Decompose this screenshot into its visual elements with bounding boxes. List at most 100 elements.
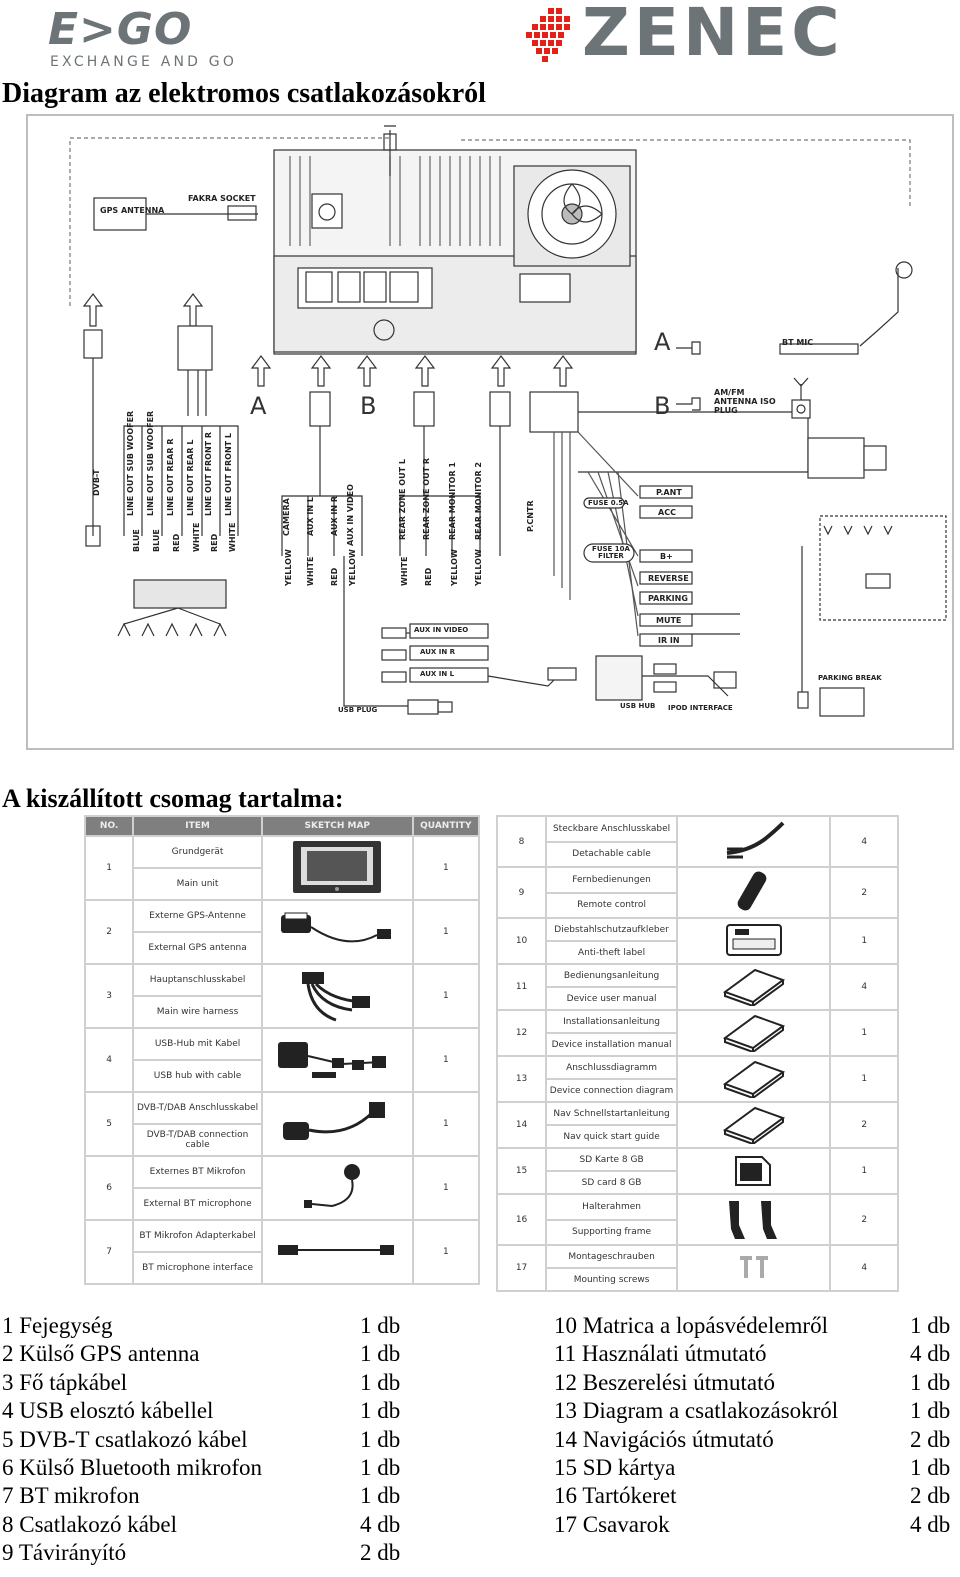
list-item-name: 6 Külső Bluetooth mikrofon [2, 1454, 263, 1480]
item-name-english: BT microphone interface [132, 1251, 263, 1285]
wiring-label: LINE OUT SUB WOOFER [126, 410, 135, 516]
mic-adapter-icon [265, 1239, 410, 1266]
wiring-label: AUX IN VIDEO [346, 484, 355, 546]
sketch-cell [260, 899, 414, 965]
item-name-german: Hauptanschlusskabel [132, 963, 263, 997]
list-item-quantity: 1 db [910, 1454, 951, 1480]
supporting-frame-icon [680, 1195, 827, 1244]
item-quantity: 4 [829, 963, 899, 1011]
item-number: 15 [495, 1147, 548, 1195]
item-name-english: External GPS antenna [132, 931, 263, 965]
page-title: Diagram az elektromos csatlakozásokról [2, 78, 486, 109]
wiring-label: ACC [658, 508, 676, 517]
item-name-english: SD card 8 GB [545, 1170, 679, 1195]
item-name-english: Remote control [545, 891, 679, 919]
list-item-quantity: 1 db [910, 1369, 951, 1395]
wiring-label: GPS ANTENNA [100, 206, 165, 215]
list-item-quantity: 1 db [360, 1369, 401, 1395]
item-number: 11 [495, 963, 548, 1011]
sketch-cell [676, 815, 832, 868]
wiring-label: BLUE [152, 529, 161, 552]
wiring-label: AUX IN L [306, 497, 315, 536]
edgo-logo-word: E>GO [48, 4, 193, 55]
wiring-label: CAMERA [282, 498, 291, 536]
list-item-name: 5 DVB-T csatlakozó kábel [2, 1426, 248, 1452]
wiring-label: REAR ZONE OUT L [398, 459, 407, 540]
table-row: Mounting screws [497, 1267, 898, 1292]
screws-icon [680, 1252, 827, 1285]
table-row: External BT microphone [85, 1187, 479, 1221]
item-name-german: Externe GPS-Antenne [132, 899, 263, 933]
wiring-label: RED [424, 567, 433, 586]
wiring-label: LINE OUT FRONT R [204, 431, 213, 516]
item-name-english: External BT microphone [132, 1187, 263, 1221]
wiring-label: WHITE [306, 556, 315, 586]
wiring-label: REAR MONITOR 1 [448, 462, 457, 540]
table-row: USB hub with cable [85, 1059, 479, 1093]
item-number: 10 [495, 917, 548, 965]
wiring-label: BLUE [132, 529, 141, 552]
item-number: 12 [495, 1009, 548, 1057]
item-number: 14 [495, 1101, 548, 1149]
wiring-label: RED [172, 533, 181, 552]
item-quantity: 1 [411, 1027, 481, 1093]
wiring-label: REVERSE [648, 574, 689, 583]
sketch-cell [260, 835, 414, 901]
list-item-name: 15 SD kártya [554, 1454, 676, 1480]
item-name-english: Detachable cable [545, 840, 679, 868]
item-name-english: Device user manual [545, 986, 679, 1011]
item-number: 9 [495, 866, 548, 919]
remote-control-icon [680, 868, 827, 917]
sketch-cell [260, 1091, 414, 1157]
wiring-label: PARKING [648, 594, 688, 603]
sketch-cell [676, 963, 832, 1011]
manual-icon [680, 966, 827, 1009]
item-name-english: Main wire harness [132, 995, 263, 1029]
table-row: Main unit [85, 867, 479, 901]
wiring-label: LINE OUT SUB WOOFER [146, 410, 155, 516]
wiring-label: AM/FM ANTENNA ISO PLUG [714, 388, 776, 415]
usb-hub-icon [265, 1034, 410, 1087]
wiring-label: A [250, 392, 267, 420]
anti-theft-label-icon [680, 923, 827, 960]
wiring-label: P.ANT [656, 488, 682, 497]
wiring-label: AUX IN R [330, 495, 339, 536]
gps-antenna-icon [265, 911, 410, 954]
manual-icon [680, 1104, 827, 1147]
wiring-label: USB PLUG [338, 706, 378, 714]
edgo-logo-tagline: EXCHANGE AND GO [50, 54, 238, 70]
header-quantity: QUANTITY [411, 815, 481, 837]
wiring-label: LINE OUT FRONT L [224, 432, 233, 516]
wiring-label: RED [210, 533, 219, 552]
wiring-label: YELLOW [474, 549, 483, 586]
table-row: Nav quick start guide [497, 1124, 898, 1149]
item-number: 4 [83, 1027, 135, 1093]
table-row: Supporting frame [497, 1218, 898, 1246]
table-row: BT microphone interface [85, 1251, 479, 1285]
main-unit-icon [265, 839, 410, 898]
wiring-label: YELLOW [348, 549, 357, 586]
sketch-cell [676, 1055, 832, 1103]
table-row: Device connection diagram [497, 1078, 898, 1103]
table-row: Device user manual [497, 986, 898, 1011]
list-item-name: 12 Beszerelési útmutató [554, 1369, 775, 1395]
zenec-logo-word: ZENEC [582, 0, 844, 71]
table-header: NO. ITEM SKETCH MAP QUANTITY [83, 815, 481, 837]
list-item-quantity: 2 db [910, 1426, 951, 1452]
wiring-label: RED [330, 567, 339, 586]
wiring-label: FUSE 10A FILTER [592, 545, 630, 560]
edgo-logo: E>GO EXCHANGE AND GO [48, 4, 278, 70]
